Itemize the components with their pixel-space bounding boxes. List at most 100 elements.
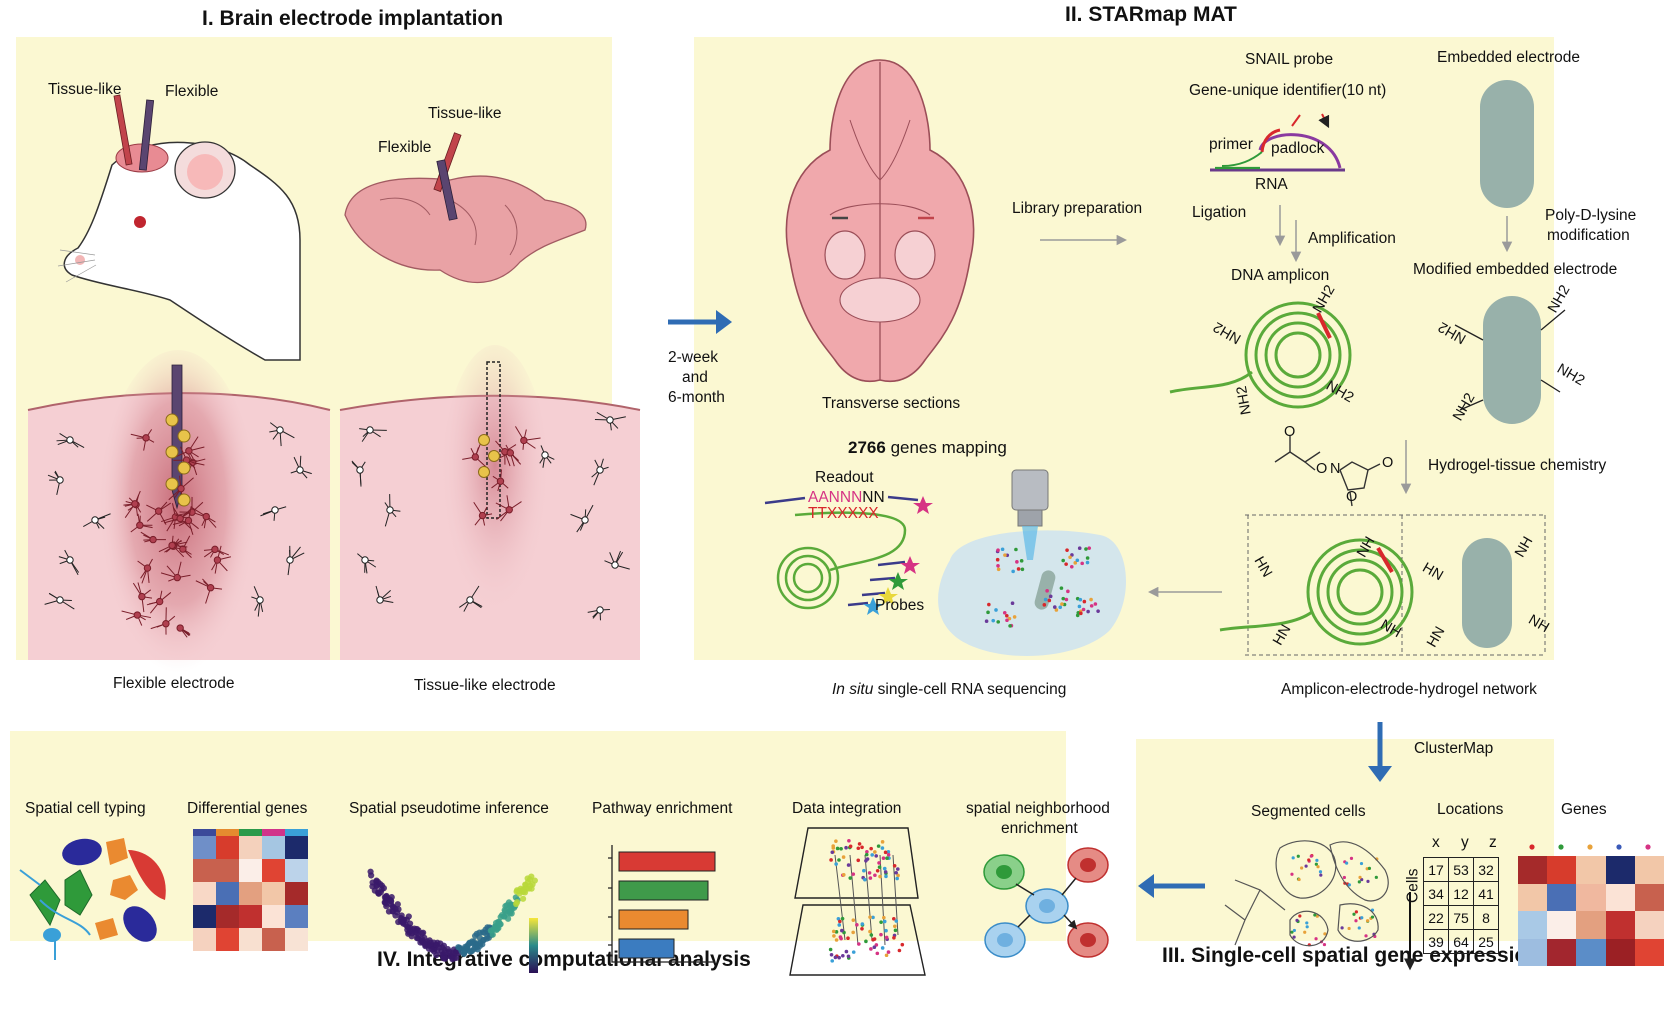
diff-genes-cell bbox=[193, 836, 216, 859]
locations-cell: 64 bbox=[1448, 929, 1474, 954]
embedded-electrode bbox=[1480, 80, 1534, 208]
diff-genes-cell bbox=[216, 905, 239, 928]
integration-spot bbox=[846, 936, 850, 940]
location-header-y: y bbox=[1461, 834, 1469, 851]
cell-rna-spot bbox=[1367, 866, 1372, 870]
title-panel-2: II. STARmap MAT bbox=[1065, 3, 1237, 26]
integration-spot bbox=[869, 846, 873, 851]
pseudotime-cell-point bbox=[476, 929, 483, 936]
neuron-cell bbox=[473, 501, 493, 526]
genes-heatmap-cell bbox=[1605, 856, 1635, 884]
in-situ-italic: In situ bbox=[832, 681, 874, 698]
rna-spot bbox=[1089, 597, 1093, 602]
locations-cell: 53 bbox=[1448, 857, 1474, 882]
rna-spot bbox=[1010, 601, 1015, 606]
cell-rna-spot bbox=[1340, 926, 1344, 930]
neuron-soma bbox=[356, 466, 364, 474]
integration-spot bbox=[875, 868, 880, 873]
integration-spot bbox=[900, 942, 905, 947]
integration-spot bbox=[837, 923, 842, 927]
cell-rna-spot bbox=[1345, 861, 1349, 865]
diff-genes-header-swatch bbox=[262, 829, 285, 836]
neuron-soma bbox=[177, 484, 185, 493]
label-tissue-like-brain: Tissue-like bbox=[428, 105, 502, 122]
integration-spot bbox=[838, 935, 843, 939]
pseudotime-cell-point bbox=[519, 895, 527, 902]
neuron-soma bbox=[179, 545, 187, 553]
rna-spot bbox=[1019, 559, 1024, 563]
pseudotime-cell-point bbox=[408, 933, 415, 940]
integration-spot bbox=[840, 928, 844, 933]
integration-spot bbox=[834, 938, 839, 942]
rna-spot bbox=[1052, 605, 1057, 609]
neuron-soma bbox=[296, 466, 304, 474]
label-timepoint-1: 2-week bbox=[668, 349, 718, 366]
integration-spot bbox=[860, 926, 864, 931]
integration-spot bbox=[864, 852, 869, 857]
cell-rna-spot bbox=[1309, 854, 1313, 858]
rna-spot bbox=[1060, 602, 1064, 606]
integration-spot bbox=[895, 867, 900, 871]
gene-color-dot bbox=[1587, 844, 1593, 850]
pathway-enrichment-chart bbox=[608, 845, 715, 963]
cell-rna-spot bbox=[1304, 864, 1308, 868]
label-timepoint-3: 6-month bbox=[668, 389, 725, 406]
neuron-cell bbox=[211, 545, 232, 574]
location-header-x: x bbox=[1432, 834, 1440, 851]
pathway-bar bbox=[618, 880, 709, 901]
label-padlock: padlock bbox=[1271, 140, 1325, 157]
integration-spot bbox=[875, 951, 880, 956]
neuron-soma bbox=[56, 476, 64, 484]
integration-spot bbox=[881, 856, 886, 860]
locations-cell: 25 bbox=[1473, 929, 1499, 954]
neuron-soma bbox=[173, 573, 181, 582]
neuron-cell bbox=[176, 624, 191, 638]
rna-spot bbox=[1068, 555, 1072, 560]
cell-rna-spot bbox=[1360, 916, 1364, 920]
integration-spot bbox=[834, 930, 839, 934]
neuron-soma bbox=[133, 611, 142, 619]
cell-rna-spot bbox=[1305, 921, 1309, 925]
neuron-soma bbox=[596, 606, 604, 614]
gliosis-particle bbox=[165, 413, 179, 427]
cell-rna-spot bbox=[1290, 872, 1294, 876]
neuron-cell bbox=[168, 475, 194, 503]
microscope-tissue bbox=[938, 469, 1127, 657]
cell-rna-spot bbox=[1354, 910, 1358, 914]
cell-rna-spot bbox=[1360, 878, 1364, 882]
integration-spot bbox=[841, 953, 845, 958]
locations-cell: 34 bbox=[1423, 881, 1449, 906]
neuron-cell bbox=[56, 433, 85, 449]
integration-spot bbox=[868, 876, 873, 880]
label-clustermap: ClusterMap bbox=[1414, 740, 1494, 757]
brain-side-view bbox=[344, 175, 587, 284]
rna-spot bbox=[1087, 546, 1092, 550]
locations-cell: 17 bbox=[1423, 857, 1449, 882]
label-segmented-cells: Segmented cells bbox=[1251, 803, 1366, 820]
integration-spot bbox=[831, 929, 836, 934]
integration-spot bbox=[893, 928, 898, 933]
genes-heatmap-cell bbox=[1634, 856, 1664, 884]
rna-spot bbox=[987, 602, 991, 607]
rna-spot bbox=[1014, 547, 1018, 552]
brain-transverse-section bbox=[785, 59, 975, 382]
integration-spot bbox=[855, 923, 859, 927]
label-flexible-brain: Flexible bbox=[378, 139, 432, 156]
cell-rna-spot bbox=[1292, 935, 1296, 939]
neuron-cell bbox=[150, 607, 176, 635]
locations-cell: 8 bbox=[1473, 905, 1499, 930]
integration-spot bbox=[847, 838, 851, 843]
rna-spot bbox=[1000, 547, 1005, 552]
neuron-soma bbox=[505, 506, 513, 514]
cell-rna-spot bbox=[1370, 915, 1375, 919]
integration-spot bbox=[837, 858, 841, 862]
rna-spot bbox=[984, 619, 989, 624]
neuron-soma bbox=[138, 592, 146, 601]
diff-genes-cell bbox=[285, 905, 308, 928]
integration-spot bbox=[894, 870, 898, 875]
neuron-soma bbox=[202, 512, 210, 521]
pseudotime-cell-point bbox=[383, 900, 390, 907]
cell-rna-spot bbox=[1314, 862, 1318, 866]
snail-probe bbox=[1210, 113, 1345, 172]
